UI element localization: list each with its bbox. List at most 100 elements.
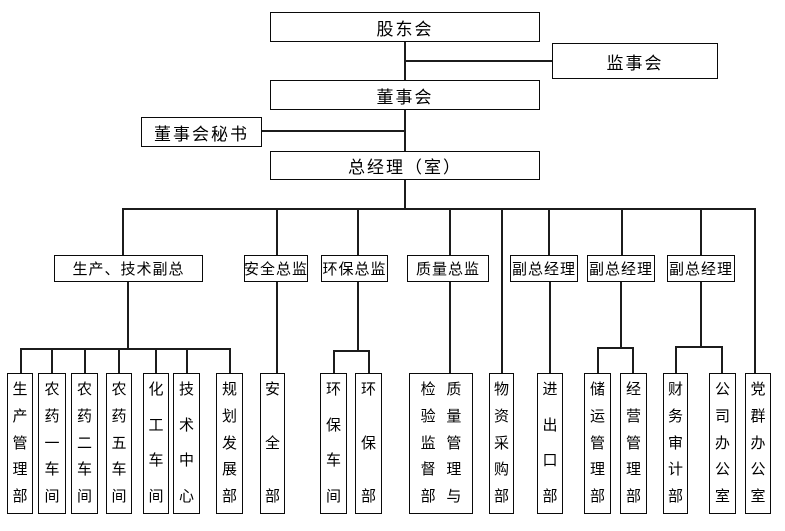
connector-line	[84, 348, 86, 373]
label-char: 中	[178, 453, 194, 470]
label-char: 部	[625, 489, 641, 505]
connector-line	[754, 208, 756, 373]
label-char: 部	[360, 489, 376, 505]
label-char: 购	[493, 462, 509, 479]
label-char: 管	[446, 435, 462, 452]
label-char: 部	[264, 489, 280, 505]
org-node-environment-director: 环保总监	[321, 255, 388, 282]
label-char: 理	[625, 462, 641, 479]
connector-line	[276, 208, 278, 255]
org-node-quality-mgmt-inspection-dept: 检验监督部质量管理与	[409, 373, 473, 514]
connector-line	[118, 348, 120, 373]
label-char: 与	[446, 489, 462, 505]
label-char: 司	[714, 408, 730, 425]
label-char: 农	[44, 382, 60, 398]
label-char: 质	[446, 382, 462, 398]
org-node-technology-center: 技术中心	[173, 373, 200, 514]
org-node-label: 生产、技术副总	[72, 262, 185, 278]
label-char: 车	[111, 462, 127, 479]
org-node-label: 经营管理部	[626, 374, 641, 513]
label-char: 储	[589, 382, 605, 398]
org-node-general-manager-office: 总经理（室）	[270, 151, 540, 180]
label-char: 监	[420, 435, 436, 452]
label-char: 部	[221, 489, 237, 505]
label-char: 营	[625, 408, 641, 425]
org-node-safety-dept: 安全部	[260, 373, 285, 514]
label-char: 公	[750, 462, 766, 479]
org-node-deputy-gm-2: 副总经理	[587, 255, 655, 282]
label-char: 农	[111, 382, 127, 398]
label-char: 划	[221, 408, 237, 425]
label-char: 药	[111, 408, 127, 425]
label-char: 物	[493, 382, 509, 398]
label-char: 部	[589, 489, 605, 505]
org-node-label: 总经理（室）	[348, 158, 462, 177]
label-char: 运	[589, 408, 605, 425]
org-node-quality-director: 质量总监	[407, 255, 489, 282]
label-char: 管	[589, 435, 605, 452]
label-char: 工	[148, 417, 164, 434]
connector-line	[597, 347, 599, 373]
connector-line	[632, 347, 634, 373]
connector-line	[501, 208, 503, 373]
org-node-deputy-gm-1: 副总经理	[510, 255, 578, 282]
label-char: 督	[420, 462, 436, 479]
label-char: 口	[542, 453, 558, 470]
org-node-storage-transport-mgmt-dept: 储运管理部	[584, 373, 611, 514]
connector-line	[229, 348, 231, 373]
label-char: 出	[542, 417, 558, 434]
org-node-company-office: 公司办公室	[709, 373, 736, 514]
connector-line	[675, 346, 723, 348]
connector-line	[20, 348, 22, 373]
org-node-supervisory-board: 监事会	[552, 43, 718, 79]
org-node-shareholders-meeting: 股东会	[270, 12, 540, 42]
label-char: 验	[420, 408, 436, 425]
connector-line	[127, 282, 129, 348]
org-node-production-tech-deputy-gm: 生产、技术副总	[54, 255, 203, 282]
org-node-label: 农药五车间	[111, 374, 126, 513]
connector-line	[404, 180, 406, 208]
org-node-label: 环保总监	[322, 262, 387, 278]
org-node-pesticide-workshop-5: 农药五车间	[106, 373, 132, 514]
label-char: 资	[493, 408, 509, 425]
label-char: 检	[420, 382, 436, 398]
connector-line	[368, 350, 370, 373]
connector-line	[548, 208, 550, 255]
label-char: 展	[221, 462, 237, 479]
label-char: 保	[360, 435, 376, 452]
label-char: 心	[178, 488, 194, 505]
org-node-label: 生产管理部	[12, 374, 27, 513]
org-node-label: 股东会	[376, 19, 434, 39]
label-char: 室	[750, 489, 766, 505]
org-node-label: 进出口部	[542, 374, 557, 513]
org-node-import-export-dept: 进出口部	[537, 373, 563, 514]
label-char: 环	[360, 382, 376, 398]
label-char: 室	[714, 489, 730, 505]
org-node-label: 规划发展部	[222, 374, 237, 513]
org-node-label: 化工车间	[148, 374, 163, 513]
org-node-label: 财务审计部	[668, 374, 683, 513]
connector-line	[621, 208, 623, 255]
label-char: 全	[264, 435, 280, 452]
org-node-label: 储运管理部	[590, 374, 605, 513]
label-char: 车	[76, 462, 92, 479]
org-node-label: 农药一车间	[44, 374, 59, 513]
org-node-label: 环保车间	[326, 374, 341, 513]
org-node-label: 副总经理	[668, 262, 733, 278]
org-node-materials-procurement-dept: 物资采购部	[489, 373, 514, 514]
connector-line	[549, 282, 551, 373]
label-char: 部	[542, 488, 558, 505]
connector-line	[333, 350, 335, 373]
connector-line	[449, 282, 451, 373]
org-node-label: 检验监督部	[421, 374, 436, 513]
label-char: 间	[148, 488, 164, 505]
label-char: 二	[76, 435, 92, 452]
label-char: 公	[714, 382, 730, 398]
label-char: 药	[76, 408, 92, 425]
connector-line	[404, 110, 406, 151]
org-node-pesticide-workshop-1: 农药一车间	[38, 373, 66, 514]
connector-line	[404, 60, 552, 62]
org-node-label: 环保部	[361, 374, 376, 513]
label-char: 间	[325, 488, 341, 505]
connector-line	[122, 208, 124, 255]
